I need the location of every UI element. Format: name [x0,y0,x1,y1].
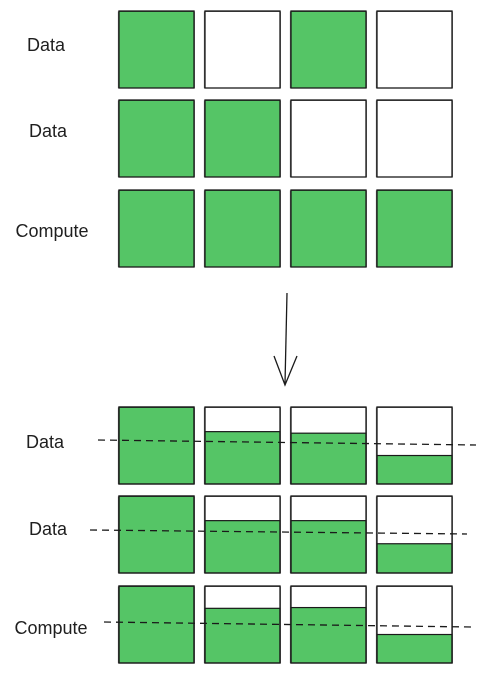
bottom-fill-r1-c0 [118,495,195,574]
bottom-fill-r1-c2 [290,520,367,574]
bottom-row-label-1: Data [29,519,68,539]
bottom-fill-r1-c3 [376,543,453,574]
bottom-cell-sketch-r0-c3 [375,407,453,485]
top-cell-r1-c2 [290,99,367,178]
bottom-cell-sketch-r1-c2 [289,496,367,574]
bottom-fill-r2-c3 [376,633,453,664]
bottom-fill-r2-c2 [290,606,367,664]
bottom-fill-r2-c0 [118,585,195,664]
top-cell-sketch-r2-c3 [375,190,453,268]
top-row-label-2: Compute [15,221,88,241]
top-cell-sketch-r1-c3 [375,100,453,178]
top-cell-sketch-r0-c1 [203,11,281,89]
top-cell-r2-c2 [290,189,367,268]
top-cell-r2-c0 [118,189,195,268]
top-cell-r0-c2 [290,10,367,89]
bottom-cell-sketch-r0-c1 [203,407,281,485]
top-cell-sketch-r1-c1 [203,100,281,178]
top-cell-sketch-r0-c0 [117,11,195,89]
bottom-cell-sketch-r2-c3 [375,586,453,664]
bottom-cell-sketch-r2-c1 [203,586,281,664]
top-cell-sketch-r0-c3 [375,11,453,89]
top-cell-sketch-r1-c0 [117,100,195,178]
bottom-fill-r0-c0 [118,406,195,485]
top-cell-r0-c0 [118,10,195,89]
bottom-cell-sketch-r2-c0 [117,586,195,664]
bottom-cell-sketch-r1-c3 [375,496,453,574]
bottom-fill-r1-c1 [204,520,281,574]
top-cell-r2-c1 [204,189,281,268]
top-cell-sketch-r2-c2 [289,190,367,268]
arrow-head [273,355,298,387]
average-level-lines [89,439,477,628]
arrow-shaft [284,292,288,385]
bottom-grid [117,406,453,664]
bottom-fill-r0-c1 [204,431,281,485]
bottom-cell-sketch-r0-c2 [289,407,367,485]
bottom-row-label-0: Data [26,432,65,452]
top-cell-r1-c0 [118,99,195,178]
top-row-label-0: Data [27,35,66,55]
average-dashed-line-2 [103,621,472,628]
bottom-cell-sketch-r0-c0 [117,407,195,485]
top-cell-r1-c1 [204,99,281,178]
bottom-fill-r0-c2 [290,432,367,485]
bottom-cell-sketch-r1-c0 [117,496,195,574]
bottom-fill-r0-c3 [376,454,453,485]
top-cell-r2-c3 [376,189,453,268]
average-dashed-line-0 [97,439,477,446]
top-cell-sketch-r0-c2 [289,11,367,89]
top-cell-r0-c3 [376,10,453,89]
top-row-label-1: Data [29,121,68,141]
bottom-fill-r2-c1 [204,607,281,664]
top-cell-r0-c1 [204,10,281,89]
top-cell-sketch-r1-c2 [289,100,367,178]
top-cell-sketch-r2-c0 [117,190,195,268]
bottom-row-label-2: Compute [14,618,87,638]
average-dashed-line-1 [89,529,468,535]
down-arrow-icon [273,292,298,387]
top-cell-r1-c3 [376,99,453,178]
bottom-cell-sketch-r1-c1 [203,496,281,574]
top-cell-sketch-r2-c1 [203,190,281,268]
top-grid [117,10,453,268]
